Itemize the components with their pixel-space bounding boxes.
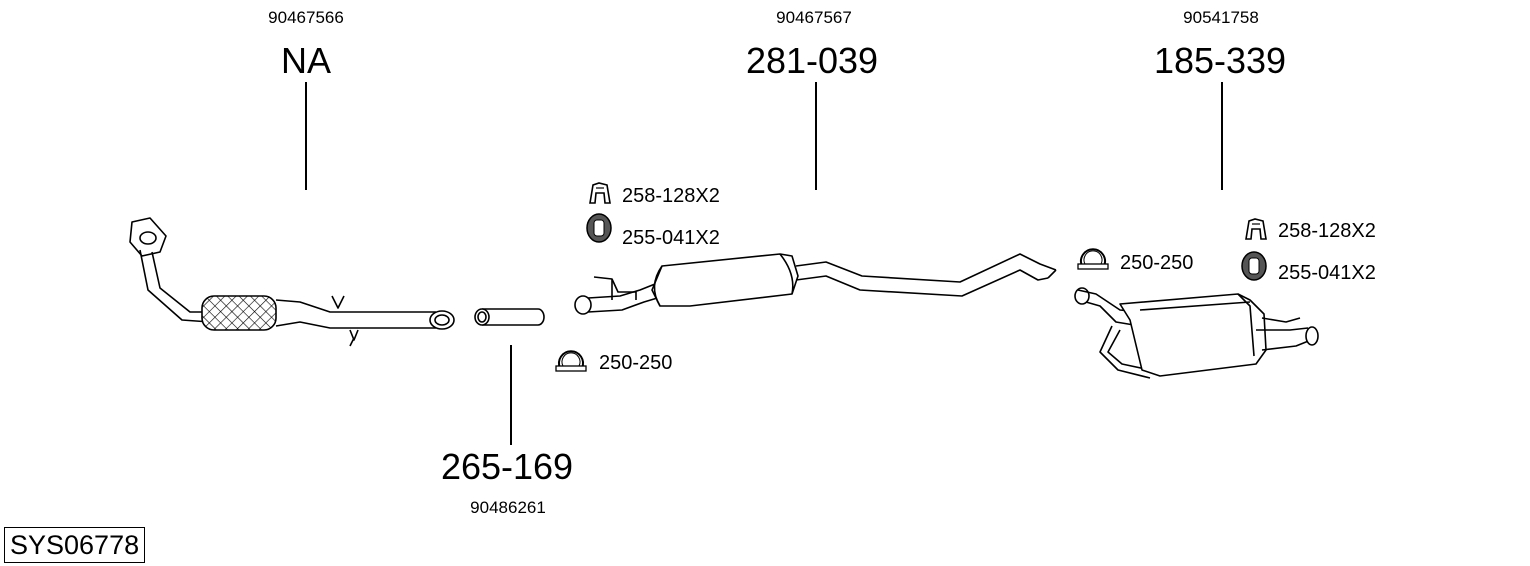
middle-oem-number: 90467567 [776, 8, 852, 27]
rear-muffler-assembly [1074, 287, 1319, 379]
middle-mount-label: 258-128X2 [622, 185, 720, 207]
front-leader-line [305, 82, 307, 190]
rear-leader-line [1221, 82, 1223, 190]
rear-mount-label: 258-128X2 [1278, 220, 1376, 242]
clamp-icon [1077, 248, 1109, 270]
rear-part-number: 185-339 [1153, 40, 1287, 81]
system-code-label: SYS06778 [4, 527, 146, 563]
middle-ring-label: 255-041X2 [622, 227, 720, 249]
connector-leader-line [510, 345, 512, 445]
clamp-icon [555, 350, 587, 372]
rubber-mount-icon [589, 182, 611, 204]
front-part-number: NA [280, 40, 331, 81]
connector-sleeve [474, 308, 545, 326]
front-oem-number: 90467566 [268, 8, 344, 27]
connector-clamp-label: 250-250 [599, 352, 673, 374]
middle-muffler-assembly [574, 253, 1057, 315]
rubber-ring-icon [1241, 251, 1267, 281]
rubber-mount-icon [1245, 218, 1267, 240]
middle-part-number: 281-039 [745, 40, 879, 81]
rear-ring-label: 255-041X2 [1278, 262, 1376, 284]
connector-oem-number: 90486261 [470, 498, 546, 517]
connector-part-number: 265-169 [440, 446, 574, 487]
rear-clamp-label: 250-250 [1120, 252, 1194, 274]
rear-oem-number: 90541758 [1183, 8, 1259, 27]
rubber-ring-icon [586, 213, 612, 243]
middle-leader-line [815, 82, 817, 190]
front-pipe [129, 217, 455, 347]
